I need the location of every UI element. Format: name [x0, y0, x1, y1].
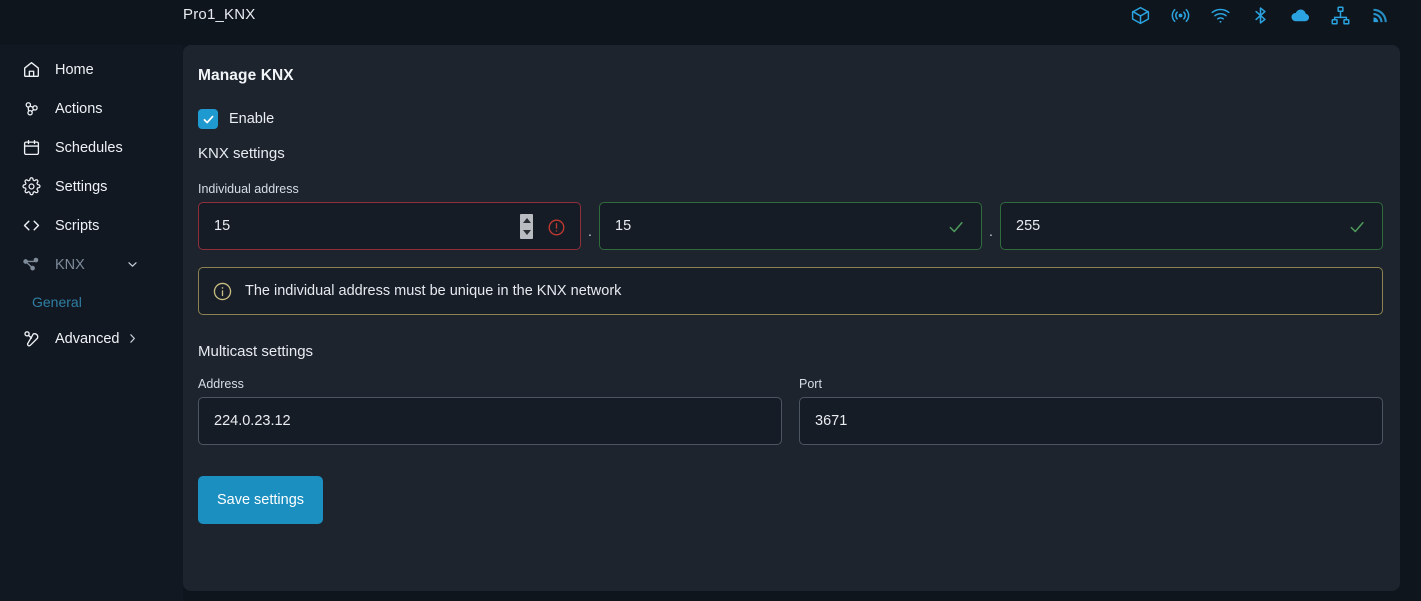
individual-address-field-1[interactable] — [198, 202, 581, 250]
multicast-port-field[interactable] — [799, 397, 1383, 445]
individual-address-input-1[interactable] — [199, 203, 580, 249]
card-title: Manage KNX — [198, 67, 294, 84]
wifi-icon[interactable] — [1210, 5, 1231, 26]
individual-address-field-2[interactable] — [599, 202, 982, 250]
cloud-icon[interactable] — [1290, 5, 1311, 26]
home-icon — [22, 60, 41, 79]
package-icon[interactable] — [1130, 5, 1151, 26]
multicast-port-input[interactable] — [800, 398, 1382, 444]
error-circle-icon — [547, 218, 566, 237]
check-icon — [1348, 218, 1366, 236]
knx-settings-heading: KNX settings — [198, 145, 285, 162]
individual-address-row: . . — [198, 202, 1385, 250]
enable-checkbox[interactable] — [198, 109, 218, 129]
calendar-icon — [22, 138, 41, 157]
info-alert-text: The individual address must be unique in… — [245, 283, 622, 299]
manage-knx-card: Manage KNX Enable KNX settings Individua… — [183, 45, 1400, 591]
multicast-settings-heading: Multicast settings — [198, 343, 314, 360]
individual-address-input-2[interactable] — [600, 203, 981, 249]
sidebar-item-label: Scripts — [55, 217, 100, 234]
rss-icon[interactable] — [1370, 5, 1391, 26]
sidebar-item-scripts[interactable]: Scripts — [0, 206, 183, 245]
sidebar-item-label: Home — [55, 61, 94, 78]
multicast-port-label: Port — [799, 377, 822, 391]
sidebar-item-actions[interactable]: Actions — [0, 89, 183, 128]
address-separator-1: . — [588, 223, 592, 239]
sidebar-item-label: Schedules — [55, 139, 123, 156]
broadcast-icon[interactable] — [1170, 5, 1191, 26]
page-title: Pro1_KNX — [183, 6, 256, 23]
chevron-down-icon[interactable] — [126, 258, 139, 271]
multicast-port-group: Port — [799, 377, 1383, 445]
info-circle-icon — [212, 281, 233, 302]
individual-address-input-3[interactable] — [1001, 203, 1382, 249]
save-settings-button[interactable]: Save settings — [198, 476, 323, 524]
chevron-right-icon[interactable] — [126, 332, 139, 345]
sidebar-item-label: Advanced — [55, 330, 120, 347]
multicast-address-input[interactable] — [199, 398, 781, 444]
top-bar: Pro1_KNX — [0, 0, 1421, 45]
sidebar-item-label: Settings — [55, 178, 108, 195]
multicast-address-group: Address — [198, 377, 782, 445]
sidebar-item-label: KNX — [55, 256, 85, 273]
sidebar-item-settings[interactable]: Settings — [0, 167, 183, 206]
number-stepper[interactable] — [520, 214, 533, 239]
multicast-address-label: Address — [198, 377, 244, 391]
sidebar-item-schedules[interactable]: Schedules — [0, 128, 183, 167]
check-icon — [947, 218, 965, 236]
sidebar-subitem-general[interactable]: General — [0, 284, 183, 319]
multicast-address-field[interactable] — [198, 397, 782, 445]
wrench-icon — [22, 329, 41, 348]
code-icon — [22, 216, 41, 235]
sidebar-item-home[interactable]: Home — [0, 50, 183, 89]
sidebar: Home Actions Schedules — [0, 0, 183, 601]
individual-address-label: Individual address — [198, 182, 299, 196]
individual-address-field-3[interactable] — [1000, 202, 1383, 250]
sidebar-subitem-label: General — [32, 293, 82, 310]
sidebar-item-label: Actions — [55, 100, 103, 117]
multicast-row: Address Port — [198, 377, 1385, 445]
stepper-down-icon[interactable] — [522, 230, 531, 236]
enable-label: Enable — [229, 111, 275, 127]
enable-row: Enable — [198, 109, 1385, 129]
address-separator-2: . — [989, 223, 993, 239]
network-icon — [22, 255, 41, 274]
actions-icon — [22, 99, 41, 118]
stepper-up-icon[interactable] — [522, 217, 531, 223]
gear-icon — [22, 177, 41, 196]
status-icon-tray — [1130, 5, 1391, 26]
info-alert: The individual address must be unique in… — [198, 267, 1383, 315]
sitemap-icon[interactable] — [1330, 5, 1351, 26]
sidebar-item-advanced[interactable]: Advanced — [0, 319, 183, 358]
bluetooth-icon[interactable] — [1250, 5, 1271, 26]
sidebar-item-knx[interactable]: KNX — [0, 245, 183, 284]
